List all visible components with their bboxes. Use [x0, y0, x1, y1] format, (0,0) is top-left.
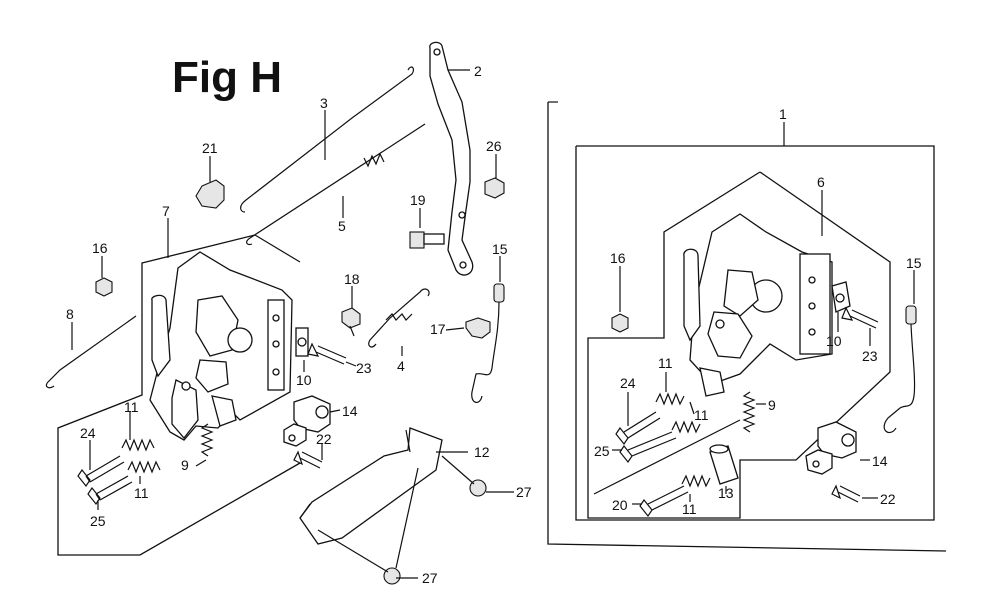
callout-11-right-lower: 11 [682, 501, 697, 517]
part-16-nut-right [611, 313, 629, 333]
callout-22: 22 [316, 431, 332, 447]
part-7-outline [57, 234, 301, 556]
callout-25: 25 [90, 513, 106, 529]
callout-23: 23 [356, 360, 372, 376]
callout-11-right-upper: 11 [658, 355, 673, 371]
part-24-screw-right [615, 411, 661, 446]
figure-title: Fig H [172, 53, 282, 102]
part-25-screw-right [619, 431, 677, 464]
part-11-spring-right-lower [681, 474, 711, 488]
callout-24: 24 [80, 425, 96, 441]
callout-16: 16 [92, 240, 108, 256]
callout-14: 14 [342, 403, 358, 419]
callout-15-right: 15 [906, 255, 922, 271]
callout-14-right: 14 [872, 453, 888, 469]
part-5-spring [363, 152, 385, 168]
part-11-spring-lower [127, 460, 161, 474]
part-27-screw-upper [441, 455, 487, 497]
part-12-cover [299, 427, 443, 545]
callout-24-right: 24 [620, 375, 636, 391]
part-20-screw-right [639, 485, 689, 518]
right-assembly: 1 6 16 15 10 23 11 24 11 9 25 14 13 20 1… [547, 101, 947, 552]
part-10-bracket-right [831, 281, 851, 313]
callout-26: 26 [486, 138, 502, 154]
callout-20: 20 [612, 497, 628, 513]
part-25-screw [87, 475, 133, 506]
callout-12: 12 [474, 444, 490, 460]
callout-1: 1 [779, 106, 787, 122]
part-17-clamp [465, 317, 491, 339]
part-9-spring-right [742, 391, 756, 433]
part-21-clip [195, 179, 225, 209]
part-7-plate [149, 251, 293, 441]
part-14-switch-right [805, 421, 857, 475]
part-14-switch [283, 395, 331, 447]
part-9-spring [200, 423, 214, 457]
callout-15: 15 [492, 241, 508, 257]
callout-11-lower: 11 [134, 485, 149, 501]
part-11-spring-upper [121, 438, 155, 452]
part-11-spring-right-upper [655, 392, 685, 406]
part-22-screw [293, 450, 323, 469]
callout-13: 13 [718, 485, 734, 501]
callout-21: 21 [202, 140, 218, 156]
callout-23-right: 23 [862, 348, 878, 364]
part-3-rod [240, 66, 415, 213]
part-13-sleeve [709, 444, 739, 485]
callout-18: 18 [344, 271, 360, 287]
part-6-outline [587, 171, 891, 519]
part-26-nut [484, 177, 505, 199]
callout-6: 6 [817, 174, 825, 190]
part-16-nut [95, 277, 113, 297]
callout-2: 2 [474, 63, 482, 79]
callout-10-right: 10 [826, 333, 842, 349]
callout-19: 19 [410, 192, 426, 208]
callout-22-right: 22 [880, 491, 896, 507]
callout-5: 5 [338, 218, 346, 234]
callout-3: 3 [320, 95, 328, 111]
part-1-frame [547, 102, 947, 552]
part-5-rod [246, 123, 426, 246]
part-8-rod [45, 315, 137, 389]
callout-25-right: 25 [594, 443, 610, 459]
callout-7: 7 [162, 203, 170, 219]
part-15-cable [471, 283, 505, 403]
part-6-plate [683, 213, 833, 397]
callout-16-right: 16 [610, 250, 626, 266]
part-10-bracket [295, 327, 309, 357]
callout-17: 17 [430, 321, 446, 337]
left-assembly: 2 3 21 5 26 19 7 16 15 18 8 17 23 4 10 1… [45, 41, 532, 586]
part-4-link [368, 288, 430, 348]
part-11-spring-right-middle [671, 420, 701, 434]
right-leader-lines [612, 122, 915, 505]
part-27-screw-lower [317, 467, 419, 585]
part-18-bolt [341, 307, 361, 337]
part-22-screw-right [831, 484, 861, 503]
callout-27-lower: 27 [422, 570, 438, 586]
callout-8: 8 [66, 306, 74, 322]
part-23-screw-right [841, 306, 879, 329]
callout-4: 4 [397, 358, 405, 374]
part-15-cable-right [883, 305, 917, 433]
left-leader-lines [71, 69, 514, 579]
callout-11-right-middle: 11 [694, 407, 709, 423]
callout-27-upper: 27 [516, 484, 532, 500]
callout-9: 9 [181, 457, 189, 473]
part-19-bolt [409, 231, 445, 249]
callout-10: 10 [296, 372, 312, 388]
part-1-inner-box [575, 145, 935, 521]
part-23-screw [307, 342, 347, 365]
callout-11-upper: 11 [124, 399, 139, 415]
part-24-screw [77, 455, 125, 488]
callout-9-right: 9 [768, 397, 776, 413]
